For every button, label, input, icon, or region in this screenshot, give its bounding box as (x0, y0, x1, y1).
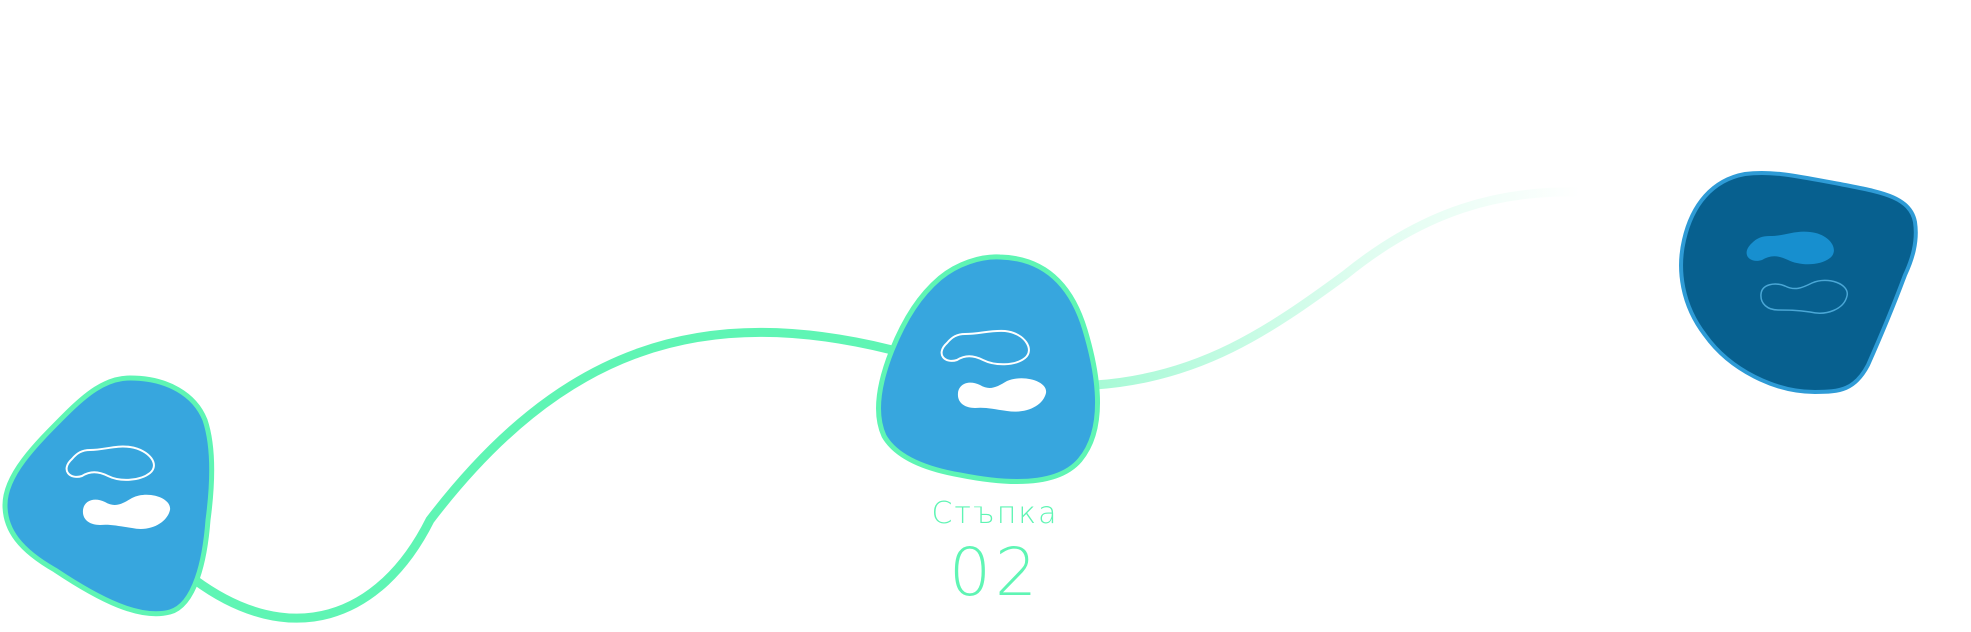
step-node-1[interactable] (2, 375, 215, 617)
step-node-3[interactable] (1679, 170, 1918, 395)
path-segment-upcoming (1090, 187, 1585, 390)
paint-blob-icon (1746, 231, 1848, 314)
step-node-2[interactable] (876, 254, 1100, 485)
path-segment-completed (190, 327, 905, 623)
paint-blob-icon (65, 445, 171, 529)
current-step-label: Стъпка (931, 496, 1059, 531)
current-step-number: 02 (949, 534, 1041, 611)
paint-blob-icon (940, 329, 1047, 412)
